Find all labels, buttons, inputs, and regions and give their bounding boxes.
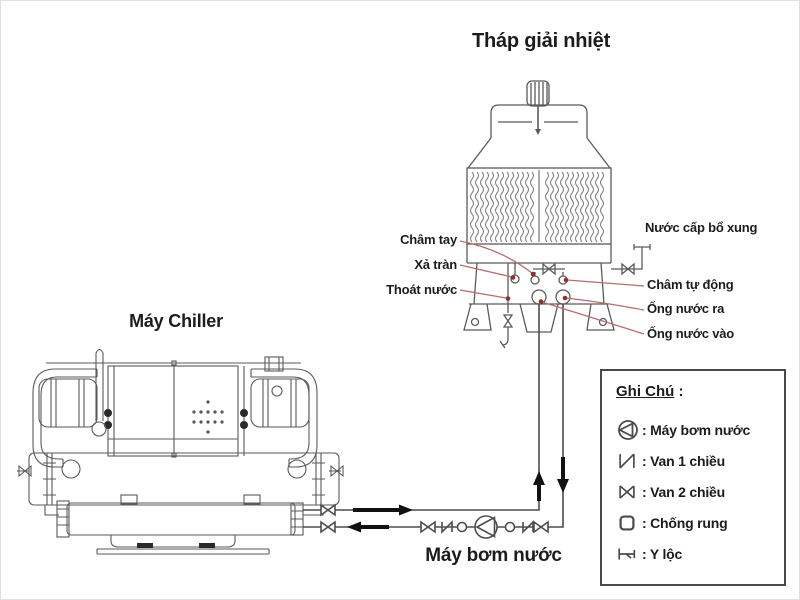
legend-item-label: : Van 1 chiều — [642, 452, 725, 469]
label-manual-fill: Châm tay — [400, 232, 457, 247]
legend-item-two-way-valve: : Van 2 chiều — [616, 476, 776, 507]
chiller-evaporator — [44, 494, 324, 555]
chiller-shell — [17, 452, 344, 506]
cooling-tower-drawing — [463, 80, 651, 349]
legend-item-check-valve: : Van 1 chiều — [616, 445, 776, 476]
legend-item-y-strainer: : Y lộc — [616, 538, 776, 569]
flow-arrows — [347, 457, 569, 533]
return-pipe — [303, 304, 564, 528]
makeup-water-line — [611, 244, 651, 276]
label-drain: Thoát nước — [386, 282, 457, 297]
label-makeup-water: Nước cấp bổ xung — [645, 220, 758, 235]
legend-item-label: : Y lộc — [642, 545, 683, 562]
tower-fill-waves — [470, 171, 604, 243]
vibration-damper-icon — [616, 512, 642, 534]
pump-symbol — [474, 515, 498, 539]
legend-box: Ghi Chú : : Máy bơm nước : Van 1 chiều :… — [600, 369, 786, 586]
leader-lines — [459, 240, 645, 335]
legend-title: Ghi Chú : — [616, 383, 684, 400]
check-valve-symbols — [441, 520, 534, 534]
tower-fan-motor-icon — [526, 80, 550, 135]
chiller-dot-pattern — [192, 400, 224, 434]
chiller-drawing — [17, 348, 344, 555]
pump-icon — [616, 418, 642, 442]
check-valve-icon — [616, 450, 642, 472]
damper-symbol — [504, 521, 516, 533]
two-way-valve-icon — [616, 481, 642, 503]
chiller-left-ubend — [32, 368, 98, 468]
label-water-outlet: Ống nước ra — [647, 301, 725, 316]
label-chiller: Máy Chiller — [129, 311, 223, 331]
chiller-right-compressor — [250, 356, 310, 428]
legend-item-label: : Van 2 chiều — [642, 483, 725, 500]
chiller-left-compressor — [38, 378, 98, 428]
y-strainer-icon — [616, 543, 642, 565]
legend-item-label: : Chống rung — [642, 514, 728, 531]
legend-item-vibration-damper: : Chống rung — [616, 507, 776, 538]
label-pump: Máy bơm nước — [425, 545, 562, 566]
label-overflow: Xả tràn — [414, 257, 457, 272]
label-water-inlet: Ống nước vào — [647, 326, 735, 341]
legend-item-pump: : Máy bơm nước — [616, 414, 776, 445]
label-cooling-tower: Tháp giải nhiệt — [471, 30, 611, 52]
chiller-right-ubend — [250, 368, 318, 468]
supply-pipe — [303, 304, 540, 511]
legend-item-label: : Máy bơm nước — [642, 421, 751, 438]
shutoff-valve-symbols — [320, 503, 549, 534]
label-auto-fill: Châm tự động — [647, 277, 734, 292]
damper-symbol — [456, 521, 468, 533]
leader-dots — [505, 271, 569, 304]
piping — [303, 304, 569, 539]
